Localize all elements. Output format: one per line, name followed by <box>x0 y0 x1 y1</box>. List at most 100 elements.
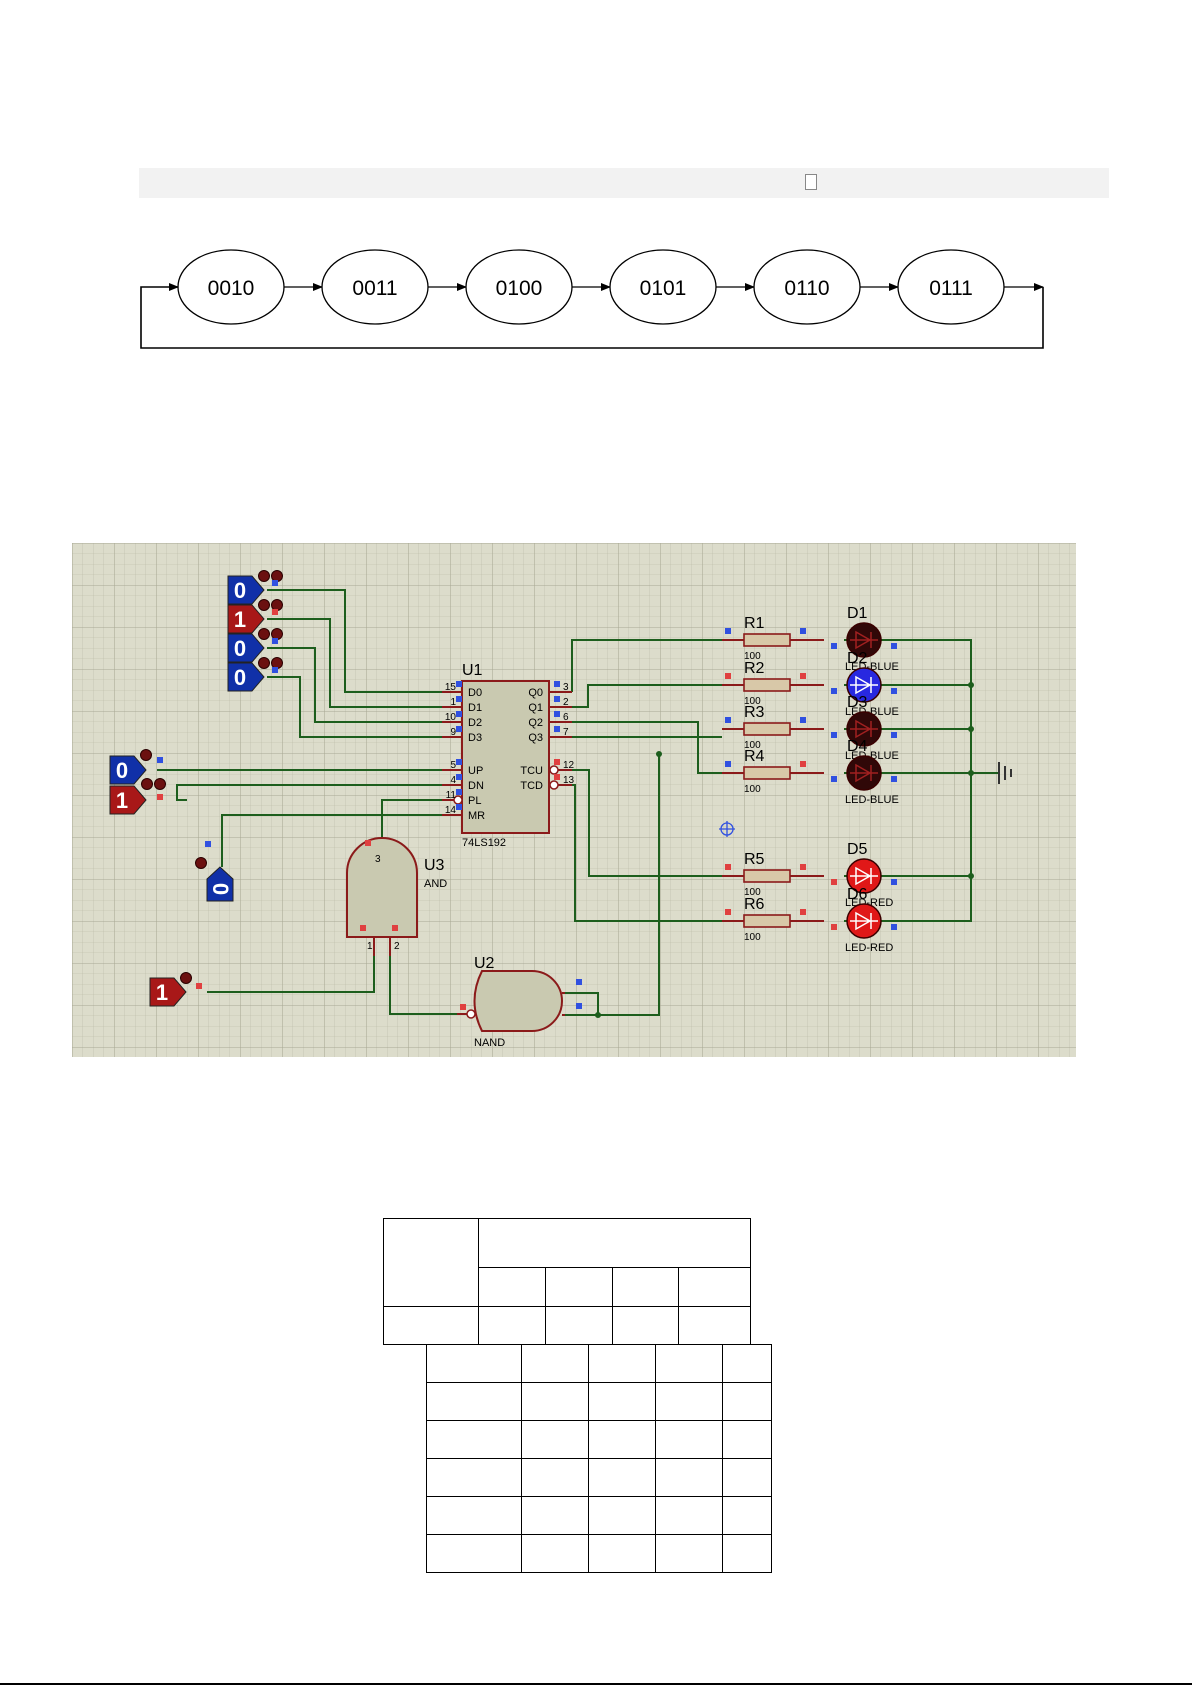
table-cell <box>677 1306 752 1345</box>
resistor <box>743 869 791 883</box>
data-input-source <box>227 662 265 692</box>
wire <box>267 676 442 738</box>
table-cell <box>426 1496 522 1535</box>
pin-state-marker <box>891 643 897 649</box>
pin-name-q0: Q0 <box>528 687 543 699</box>
table-cell <box>655 1420 723 1459</box>
pin-state-marker <box>800 673 806 679</box>
resistor-value: 100 <box>744 740 761 751</box>
wire <box>565 992 599 1016</box>
state-label: 0111 <box>929 277 973 300</box>
resistor-value: 100 <box>744 651 761 662</box>
table-cell <box>655 1534 723 1573</box>
logic-state-value: 1 <box>234 607 246 632</box>
pin-state-marker <box>831 643 837 649</box>
and-input-source <box>149 977 187 1007</box>
wire <box>559 769 722 877</box>
pin-state-marker <box>800 628 806 634</box>
chip-part: 74LS192 <box>462 837 506 849</box>
table-cell <box>677 1267 752 1307</box>
wire <box>267 647 442 723</box>
probe-indicator <box>258 628 270 640</box>
led-diode-symbol <box>850 866 878 886</box>
table-cell <box>588 1458 656 1497</box>
crosshair-icon-lines <box>719 821 735 837</box>
pin-state-marker <box>456 711 462 717</box>
probe-indicator <box>141 778 153 790</box>
probe-indicator <box>258 599 270 611</box>
pin-name-q2: Q2 <box>528 717 543 729</box>
missing-glyph-box <box>805 174 817 190</box>
resistor-ref: R3 <box>744 704 765 721</box>
junction-dot <box>968 726 974 732</box>
wire <box>381 799 442 853</box>
wire <box>207 956 375 993</box>
resistor <box>743 678 791 692</box>
table-cell <box>383 1218 479 1307</box>
table-cell <box>655 1496 723 1535</box>
pin-number: 1 <box>367 941 373 952</box>
pin-state-marker <box>800 909 806 915</box>
pin-state-marker <box>725 717 731 723</box>
pin-state-marker <box>831 776 837 782</box>
led-ref: D1 <box>847 605 868 622</box>
table-cell <box>612 1306 679 1345</box>
logic-state-value: 1 <box>156 980 168 1005</box>
probe-indicator <box>258 570 270 582</box>
wire <box>267 589 442 693</box>
pin-state-marker <box>157 794 163 800</box>
pin-number: 3 <box>375 854 381 865</box>
pin-state-marker <box>272 638 278 644</box>
led-diode-symbol <box>850 911 878 931</box>
pin-state-marker <box>554 696 560 702</box>
pin-state-marker <box>725 673 731 679</box>
inversion-bubble <box>549 780 559 790</box>
probe-indicator <box>154 778 166 790</box>
table-cell <box>521 1344 589 1383</box>
wire <box>571 639 722 692</box>
pin-state-marker <box>392 925 398 931</box>
pin-state-marker <box>456 726 462 732</box>
probe-indicator <box>258 657 270 669</box>
pin-state-marker <box>196 983 202 989</box>
pin-state-marker <box>891 924 897 930</box>
resistor-ref: R6 <box>744 896 765 913</box>
resistor-ref: R2 <box>744 660 765 677</box>
led-ref: D4 <box>847 738 868 755</box>
table-cell <box>722 1344 772 1383</box>
pin-state-marker <box>725 628 731 634</box>
pin-state-marker <box>800 717 806 723</box>
led-type: LED-BLUE <box>845 794 899 806</box>
led-diode-symbol <box>850 630 878 650</box>
table-cell <box>521 1458 589 1497</box>
pin-state-marker <box>800 761 806 767</box>
junction-dot <box>968 770 974 776</box>
table-cell <box>655 1458 723 1497</box>
table-cell <box>383 1306 479 1345</box>
pin-state-marker <box>365 840 371 846</box>
junction-dot <box>595 1012 601 1018</box>
table-row <box>426 1344 772 1383</box>
led-ref: D5 <box>847 841 868 858</box>
data-input-source <box>227 604 265 634</box>
wire <box>389 956 457 1015</box>
table-cell <box>588 1496 656 1535</box>
page-bottom-rule <box>0 1683 1192 1685</box>
resistor-value: 100 <box>744 784 761 795</box>
nand-gate <box>473 970 563 1032</box>
nand-gate-type: NAND <box>474 1037 505 1049</box>
pin-state-marker <box>157 757 163 763</box>
table-cell <box>588 1344 656 1383</box>
ground-symbol <box>998 762 1012 784</box>
pin-number: 5 <box>450 760 456 771</box>
pin-state-marker <box>456 759 462 765</box>
pin-state-marker <box>891 732 897 738</box>
table-cell <box>426 1420 522 1459</box>
table-cell <box>478 1218 751 1268</box>
wire <box>221 814 442 867</box>
pin-state-marker <box>456 774 462 780</box>
logic-state-value: 0 <box>234 636 246 661</box>
and-gate <box>346 837 418 938</box>
led-type: LED-RED <box>845 942 893 954</box>
